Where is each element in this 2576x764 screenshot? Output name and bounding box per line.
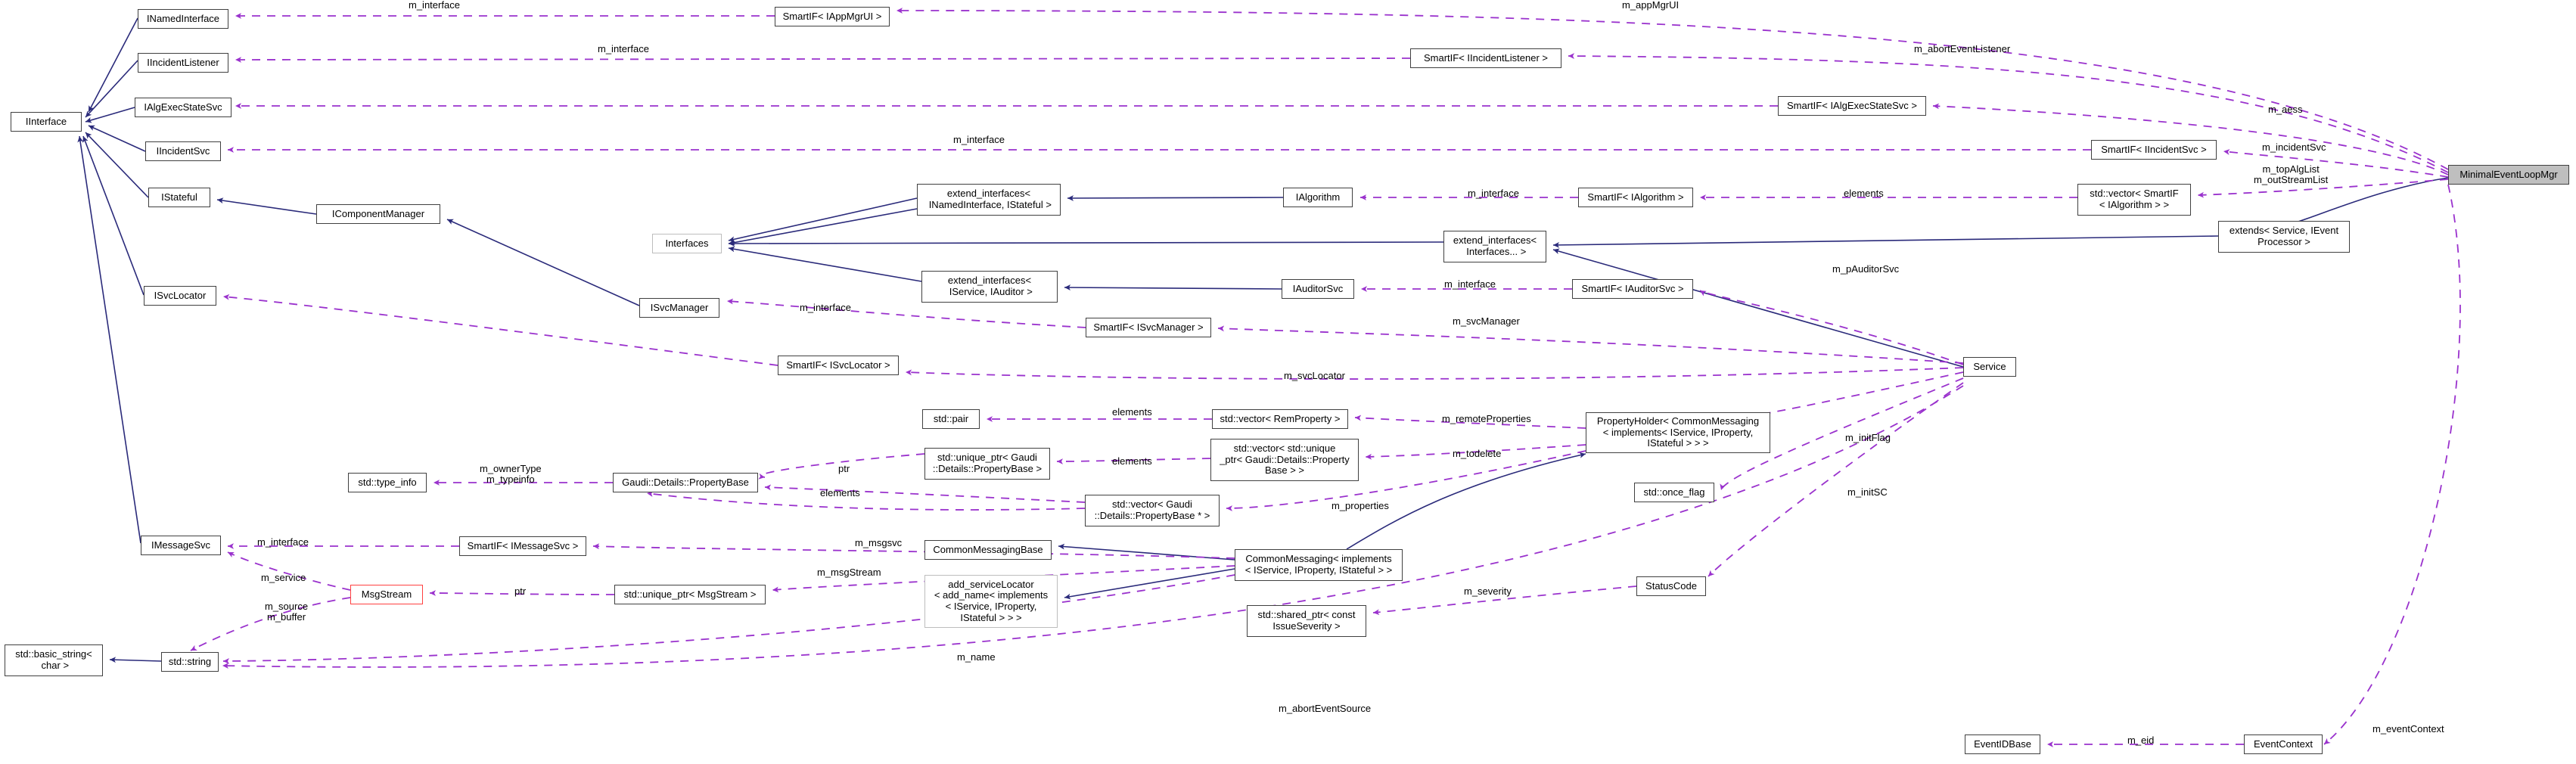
edge-label-lbl-m_eid: m_eid	[2127, 734, 2155, 746]
class-node-add_serviceLocator[interactable]: add_serviceLocator < add_name< implement…	[924, 575, 1058, 628]
class-node-SmartIF_IMessageSvc[interactable]: SmartIF< IMessageSvc >	[459, 536, 586, 556]
class-node-extend_IS_IA[interactable]: extend_interfaces< IService, IAuditor >	[921, 271, 1058, 303]
class-node-MinimalEventLoopMgr[interactable]: MinimalEventLoopMgr	[2448, 165, 2569, 185]
class-node-std_pair[interactable]: std::pair	[922, 409, 980, 429]
edge-label-lbl-m_interface-6: m_interface	[1444, 278, 1496, 290]
class-node-vector_SmartIF_IAlgorithm[interactable]: std::vector< SmartIF < IAlgorithm > >	[2077, 184, 2191, 216]
class-node-IIncidentSvc[interactable]: IIncidentSvc	[145, 141, 221, 161]
edge-label-lbl-m_source: m_source m_buffer	[265, 601, 309, 623]
edge-label-lbl-m_msgStream: m_msgStream	[817, 567, 881, 578]
class-node-vector_unique_ptr_PropertyBase[interactable]: std::vector< std::unique _ptr< Gaudi::De…	[1210, 439, 1359, 481]
class-node-SmartIF_IAlgorithm[interactable]: SmartIF< IAlgorithm >	[1578, 188, 1693, 207]
class-node-StatusCode[interactable]: StatusCode	[1636, 576, 1706, 596]
edge-label-lbl-m_eventContext: m_eventContext	[2372, 723, 2444, 734]
class-node-IAlgorithm[interactable]: IAlgorithm	[1283, 188, 1353, 207]
class-node-ISvcLocator[interactable]: ISvcLocator	[144, 286, 216, 306]
class-node-IMessageSvc[interactable]: IMessageSvc	[141, 536, 221, 555]
class-node-PropertyHolder[interactable]: PropertyHolder< CommonMessaging < implem…	[1586, 412, 1770, 453]
class-node-std_type_info[interactable]: std::type_info	[348, 473, 427, 492]
edge-label-lbl-ptr-1: ptr	[838, 463, 850, 474]
class-node-Interfaces[interactable]: Interfaces	[652, 234, 722, 253]
class-node-std_once_flag[interactable]: std::once_flag	[1634, 483, 1714, 502]
edge-label-lbl-m_topAlgList: m_topAlgList m_outStreamList	[2254, 163, 2329, 186]
edge-label-lbl-m_name: m_name	[957, 651, 996, 663]
class-node-MsgStream[interactable]: MsgStream	[350, 585, 423, 604]
edge-label-lbl-m_incidentSvc: m_incidentSvc	[2262, 141, 2326, 153]
class-node-unique_ptr_MsgStream[interactable]: std::unique_ptr< MsgStream >	[614, 585, 766, 604]
class-node-std_string[interactable]: std::string	[161, 652, 219, 672]
class-node-INamedInterface[interactable]: INamedInterface	[138, 9, 228, 29]
edge-label-lbl-m_interface-3: m_interface	[953, 134, 1005, 145]
edge-label-lbl-m_interface-5: m_interface	[800, 302, 851, 313]
edge-label-lbl-m_msgsvc: m_msgsvc	[855, 537, 903, 548]
edge-label-lbl-m_svcLocator: m_svcLocator	[1284, 370, 1345, 381]
class-node-SmartIF_IAppMgrUI[interactable]: SmartIF< IAppMgrUI >	[775, 7, 890, 26]
class-node-unique_ptr_PropertyBase[interactable]: std::unique_ptr< Gaudi ::Details::Proper…	[924, 448, 1050, 480]
edge-label-lbl-m_remoteProperties: m_remoteProperties	[1442, 413, 1531, 424]
edge-label-lbl-m_pAuditorSvc: m_pAuditorSvc	[1832, 263, 1900, 275]
class-node-IIncidentListener[interactable]: IIncidentListener	[138, 53, 228, 73]
edge-label-lbl-elements-2: elements	[1112, 406, 1152, 418]
class-node-extend_variadic[interactable]: extend_interfaces< Interfaces... >	[1443, 231, 1546, 262]
class-node-shared_ptr_IssueSeverity[interactable]: std::shared_ptr< const IssueSeverity >	[1247, 605, 1366, 637]
class-node-Service[interactable]: Service	[1963, 357, 2016, 377]
edge-label-lbl-m_initSC: m_initSC	[1847, 486, 1888, 498]
edge-label-lbl-m_severity: m_severity	[1464, 585, 1512, 597]
edge-label-lbl-m_interface-2: m_interface	[598, 43, 649, 54]
class-node-IComponentManager[interactable]: IComponentManager	[316, 204, 440, 224]
class-node-vector_PropertyBase_ptr[interactable]: std::vector< Gaudi ::Details::PropertyBa…	[1085, 495, 1220, 526]
class-node-ISvcManager[interactable]: ISvcManager	[639, 298, 719, 318]
edge-label-lbl-ptr-2: ptr	[514, 585, 527, 597]
class-node-CommonMessagingBase[interactable]: CommonMessagingBase	[924, 540, 1052, 560]
edge-label-lbl-m_interface-7: m_interface	[257, 536, 309, 548]
class-node-vector_RemProperty[interactable]: std::vector< RemProperty >	[1212, 409, 1348, 429]
edge-label-lbl-m_todelete: m_todelete	[1453, 448, 1502, 459]
class-node-Gaudi_PropertyBase[interactable]: Gaudi::Details::PropertyBase	[613, 473, 758, 492]
class-node-CommonMessaging[interactable]: CommonMessaging< implements < IService, …	[1235, 549, 1403, 581]
class-node-SmartIF_IAlgExecStateSvc[interactable]: SmartIF< IAlgExecStateSvc >	[1778, 96, 1926, 116]
edge-label-lbl-m_properties: m_properties	[1332, 500, 1389, 511]
class-node-IInterface[interactable]: IInterface	[11, 112, 82, 132]
class-node-IAlgExecStateSvc[interactable]: IAlgExecStateSvc	[135, 98, 231, 117]
inheritance-edges	[77, 17, 2449, 663]
class-node-SmartIF_IIncidentSvc[interactable]: SmartIF< IIncidentSvc >	[2091, 140, 2217, 160]
class-node-SmartIF_ISvcManager[interactable]: SmartIF< ISvcManager >	[1086, 318, 1211, 337]
class-node-std_basic_string[interactable]: std::basic_string< char >	[5, 644, 103, 676]
edge-label-lbl-m_aess: m_aess	[2268, 104, 2303, 115]
class-node-extends_Service_IEvent[interactable]: extends< Service, IEvent Processor >	[2218, 221, 2350, 253]
edge-label-lbl-m_initFlag: m_initFlag	[1845, 432, 1891, 443]
edge-label-lbl-m_interface-1: m_interface	[409, 0, 460, 11]
edge-label-lbl-elements-1: elements	[1844, 188, 1884, 199]
class-node-EventIDBase[interactable]: EventIDBase	[1965, 734, 2040, 754]
class-node-EventContext[interactable]: EventContext	[2244, 734, 2323, 754]
class-node-SmartIF_ISvcLocator[interactable]: SmartIF< ISvcLocator >	[778, 356, 899, 375]
edge-label-lbl-m_appMgrUI: m_appMgrUI	[1622, 0, 1680, 11]
class-node-IStateful[interactable]: IStateful	[148, 188, 210, 207]
edge-label-lbl-m_ownerType: m_ownerType m_typeinfo	[480, 463, 542, 486]
edge-label-lbl-m_abortEventListener: m_abortEventListener	[1914, 43, 2011, 54]
class-node-SmartIF_IIncidentListener[interactable]: SmartIF< IIncidentListener >	[1410, 48, 1561, 68]
edge-label-lbl-elements-3: elements	[1112, 455, 1152, 467]
class-node-SmartIF_IAuditorSvc[interactable]: SmartIF< IAuditorSvc >	[1572, 279, 1693, 299]
edge-label-lbl-elements-4: elements	[820, 487, 860, 498]
class-node-extend_NI_IS[interactable]: extend_interfaces< INamedInterface, ISta…	[917, 184, 1061, 216]
edge-label-lbl-m_abortEventSource: m_abortEventSource	[1279, 703, 1372, 714]
edge-label-lbl-m_interface-4: m_interface	[1468, 188, 1519, 199]
class-node-IAuditorSvc[interactable]: IAuditorSvc	[1282, 279, 1354, 299]
edge-label-lbl-m_svcManager: m_svcManager	[1453, 315, 1520, 327]
edge-label-lbl-m_service: m_service	[261, 572, 306, 583]
